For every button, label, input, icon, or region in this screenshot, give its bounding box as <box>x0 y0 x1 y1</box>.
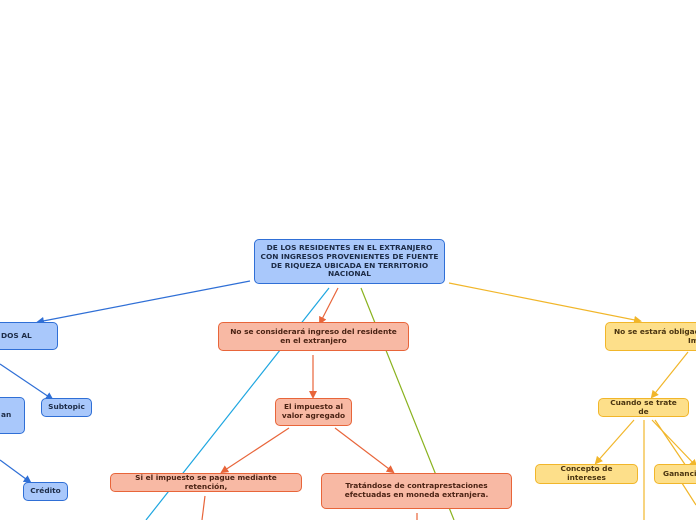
left-partial-node[interactable]: an <box>0 397 25 434</box>
connector-cuando-ganancia <box>651 419 696 468</box>
connector-retencion-down <box>201 495 206 520</box>
connector-iva-retencion <box>220 427 290 474</box>
moneda-extranjera-node-label: Tratándose de contraprestaciones efectua… <box>344 481 489 499</box>
no-obligado-line2: Imp <box>688 335 696 345</box>
credito-node[interactable]: Crédito <box>23 482 68 501</box>
intereses-node[interactable]: Concepto de intereses <box>535 464 638 484</box>
left-partial-node-label: an <box>1 410 12 420</box>
cuando-se-trate-node[interactable]: Cuando se trate de <box>598 398 689 417</box>
retencion-node-label: Si el impuesto se pague mediante retenci… <box>135 473 277 491</box>
no-ingreso-node[interactable]: No se considerará ingreso del residente … <box>218 322 409 351</box>
connector-cuando-down3 <box>679 479 696 506</box>
left-top-node-label: DOS AL <box>1 330 32 340</box>
connector-iva-moneda <box>334 427 395 474</box>
iva-node-label: El impuesto al valor agregado <box>281 402 346 420</box>
connector-cuando-down2 <box>654 419 687 467</box>
no-obligado-line1: No se estará obligado <box>614 326 696 336</box>
ganancia-node[interactable]: Gananci <box>654 464 696 484</box>
credito-node-label: Crédito <box>30 486 61 496</box>
ganancia-node-label: Gananci <box>663 468 696 478</box>
no-ingreso-node-label: No se considerará ingreso del residente … <box>230 326 397 345</box>
connector-left-subtopic <box>0 363 54 401</box>
subtopic-node[interactable]: Subtopic <box>41 398 92 417</box>
no-obligado-node-text: No se estará obligado Imp <box>614 326 696 345</box>
no-obligado-node[interactable]: No se estará obligado Imp <box>605 322 696 351</box>
connector-cuando-intereses <box>594 419 635 465</box>
connector-root-middle <box>319 287 339 325</box>
connector-right-cuando <box>650 351 689 399</box>
root-node[interactable]: DE LOS RESIDENTES EN EL EXTRANJERO CON I… <box>254 239 445 284</box>
cuando-se-trate-node-label: Cuando se trate de <box>610 398 677 416</box>
intereses-node-label: Concepto de intereses <box>560 464 613 482</box>
connector-root-right <box>448 282 642 324</box>
iva-node[interactable]: El impuesto al valor agregado <box>275 398 352 426</box>
connector-left-credito <box>0 459 32 484</box>
connector-root-left <box>36 280 251 325</box>
root-node-label: DE LOS RESIDENTES EN EL EXTRANJERO CON I… <box>260 243 439 279</box>
left-top-node[interactable]: DOS AL <box>0 322 58 350</box>
moneda-extranjera-node[interactable]: Tratándose de contraprestaciones efectua… <box>321 473 512 509</box>
subtopic-node-label: Subtopic <box>48 402 85 412</box>
retencion-node[interactable]: Si el impuesto se pague mediante retenci… <box>110 473 302 492</box>
